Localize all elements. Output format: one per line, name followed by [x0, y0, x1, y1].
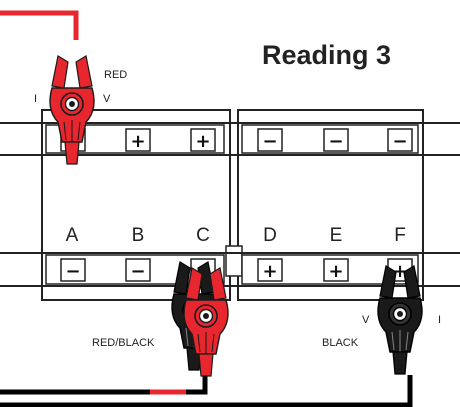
red-black-clip[interactable]: [172, 262, 228, 376]
terminal-bottom-e[interactable]: +: [324, 259, 348, 282]
terminal-top-3[interactable]: +: [191, 129, 215, 152]
terminal-sign: −: [65, 261, 80, 282]
column-label-b: B: [132, 225, 145, 246]
red-clip-current-mark: I: [34, 93, 37, 105]
terminal-bottom-b[interactable]: −: [126, 259, 150, 282]
red-black-clip-label: RED/BLACK: [92, 337, 155, 349]
terminal-bottom-d[interactable]: +: [258, 259, 282, 282]
red-clip-voltage-mark: V: [103, 93, 111, 105]
reading-title: Reading 3: [262, 40, 391, 70]
red-wire: [0, 13, 76, 40]
black-clip-current-mark: I: [438, 314, 441, 326]
black-clip-label: BLACK: [322, 337, 359, 349]
red-clip-label: RED: [104, 69, 127, 81]
terminal-top-2[interactable]: +: [126, 129, 150, 152]
terminal-sign: +: [328, 261, 343, 282]
column-label-e: E: [330, 225, 343, 246]
terminal-sign: +: [130, 131, 145, 152]
column-label-a: A: [66, 225, 79, 246]
terminal-sign: −: [262, 131, 277, 152]
column-label-f: F: [394, 225, 406, 246]
terminal-sign: −: [392, 131, 407, 152]
terminal-top-6[interactable]: −: [388, 129, 412, 152]
terminal-sign: +: [262, 261, 277, 282]
column-label-d: D: [263, 225, 277, 246]
terminal-sign: +: [195, 131, 210, 152]
terminal-top-5[interactable]: −: [324, 129, 348, 152]
board-bridge: [226, 246, 242, 276]
terminal-sign: −: [130, 261, 145, 282]
terminal-bottom-a[interactable]: −: [61, 259, 85, 282]
black-clip-voltage-mark: V: [362, 314, 370, 326]
column-label-c: C: [196, 225, 210, 246]
terminal-sign: −: [328, 131, 343, 152]
terminal-top-4[interactable]: −: [258, 129, 282, 152]
